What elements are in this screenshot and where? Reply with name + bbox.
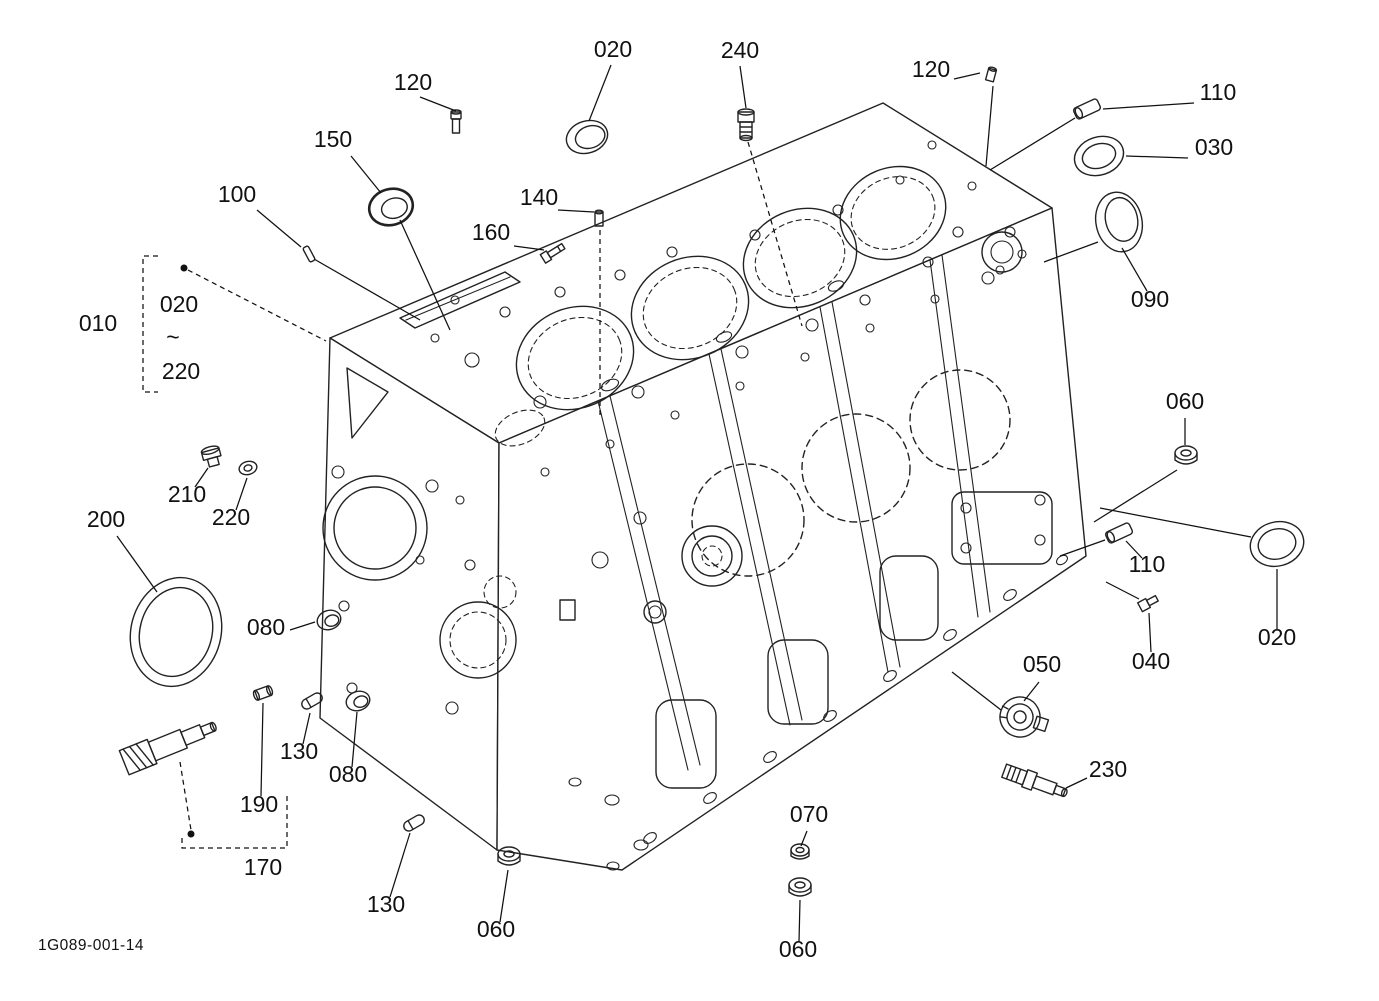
part-pin-140 (594, 209, 604, 227)
group-170-bracket (181, 796, 288, 849)
engine-block-art (319, 102, 1087, 871)
callout-group-tilde: ~ (166, 324, 179, 350)
callout-120-b: 120 (912, 56, 950, 82)
part-pin-110-a (1072, 98, 1102, 120)
part-oil-seal-200 (129, 576, 223, 688)
callout-060-a: 060 (1166, 388, 1204, 414)
leader-lines (116, 64, 1278, 943)
part-dowel-130-b (403, 814, 425, 832)
callout-080-a: 080 (247, 614, 285, 640)
callout-120-a: 120 (394, 69, 432, 95)
callout-160: 160 (472, 219, 510, 245)
front-face-details (540, 231, 1069, 871)
group-010-bracket (142, 255, 158, 393)
cylinder-bore-3 (742, 207, 858, 309)
part-valve-230 (1001, 763, 1068, 798)
callout-040: 040 (1132, 648, 1170, 674)
callout-230: 230 (1089, 756, 1127, 782)
deck-bolt-holes (430, 140, 1027, 447)
part-seal-020-c (1249, 520, 1305, 568)
part-plug-120-a (450, 109, 462, 134)
part-cup-plug-090 (1094, 191, 1144, 253)
callout-070: 070 (790, 801, 828, 827)
callout-220: 220 (212, 504, 250, 530)
callout-110-a: 110 (1200, 79, 1237, 105)
part-screw-040 (1137, 594, 1159, 613)
part-pin-100 (302, 245, 316, 263)
part-cup-plug-020-a (565, 119, 609, 155)
callout-090: 090 (1131, 286, 1169, 312)
part-plug-050 (999, 696, 1050, 738)
part-pin-110-b (1104, 522, 1134, 544)
callout-080-b: 080 (329, 761, 367, 787)
callout-140: 140 (520, 184, 558, 210)
callout-130-a: 130 (280, 738, 318, 764)
deck-slot (399, 271, 521, 329)
part-glyphs (118, 66, 1305, 897)
part-screw-160 (539, 242, 566, 264)
callout-170: 170 (244, 854, 282, 880)
drawing-number: 1G089-001-14 (38, 937, 144, 954)
part-seal-030 (1073, 135, 1125, 177)
part-washer-220 (238, 460, 258, 476)
callout-group-start: 020 (160, 291, 198, 317)
callout-100: 100 (218, 181, 256, 207)
callout-020-a: 020 (594, 36, 632, 62)
part-plug-060-c (788, 877, 812, 897)
part-shaft-170 (118, 721, 217, 776)
callout-050: 050 (1023, 651, 1061, 677)
callout-010: 010 (79, 310, 117, 336)
callout-060-c: 060 (779, 936, 817, 962)
callout-060-b: 060 (477, 916, 515, 942)
part-dowel-130-a (301, 692, 323, 710)
callout-200: 200 (87, 506, 125, 532)
part-plug-120-b (984, 66, 998, 83)
callout-110-b: 110 (1129, 551, 1166, 577)
callout-labels: 120 020 240 120 110 030 150 100 140 160 … (79, 36, 1296, 962)
part-cup-plug-080-a (316, 609, 342, 631)
part-plug-060-b (497, 846, 521, 866)
callout-210: 210 (168, 481, 206, 507)
callout-group-end: 220 (162, 358, 200, 384)
part-bolt-210 (200, 445, 222, 468)
part-nozzle-240 (737, 108, 755, 142)
part-plug-070 (790, 843, 810, 860)
callout-020-c: 020 (1258, 624, 1296, 650)
cylinder-bore-4 (839, 165, 947, 261)
part-plug-060-a (1174, 445, 1198, 465)
callout-190: 190 (240, 791, 278, 817)
callout-030: 030 (1195, 134, 1233, 160)
left-face-details (322, 367, 517, 715)
block-front-face (496, 207, 1087, 871)
part-cap-150 (367, 187, 415, 227)
callout-130-b: 130 (367, 891, 405, 917)
callout-240: 240 (721, 37, 759, 63)
cylinder-bore-1 (515, 305, 635, 411)
callout-150: 150 (314, 126, 352, 152)
part-plug-190 (252, 685, 274, 701)
part-cup-plug-080-b (345, 690, 371, 712)
